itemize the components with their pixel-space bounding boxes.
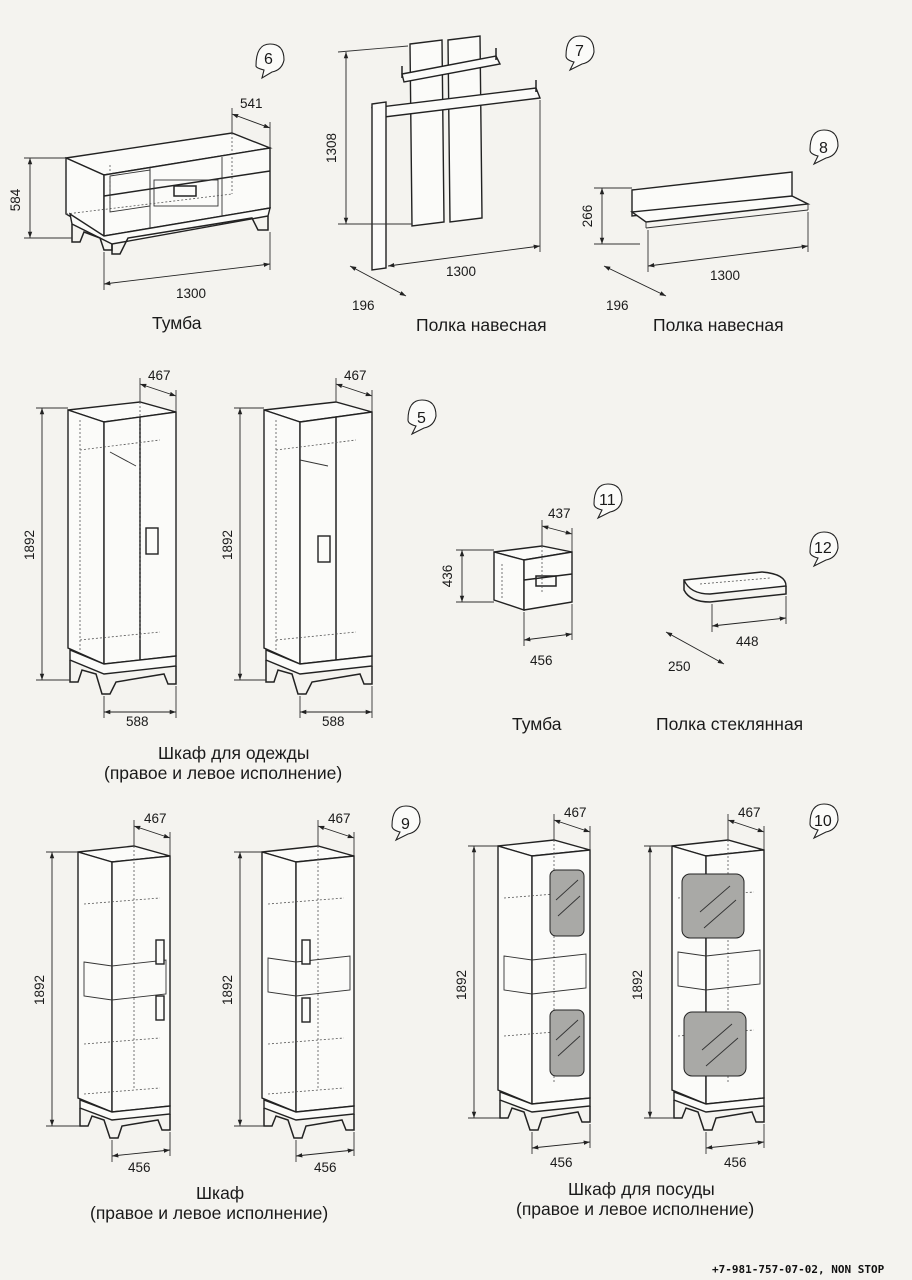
item-5-number-bubble: 5: [407, 399, 437, 436]
glass-shelf-12-drawing: [682, 571, 787, 603]
dish-10-right-drawing: [671, 839, 765, 1131]
glass-shelf-12-depth-label: 250: [668, 659, 691, 674]
tumba-6-dimensions: 584 541 1300: [8, 96, 271, 301]
cabinet-9-right-depth-label: 467: [328, 811, 351, 826]
shelf-8-dimensions: 266 1300 196: [580, 187, 809, 313]
dish-10-caption-line1: Шкаф для посуды: [568, 1179, 715, 1199]
cabinet-9-left-width-label: 456: [128, 1160, 151, 1175]
glass-shelf-12-dimensions: 448 250: [665, 596, 787, 674]
item-7-number-bubble: 7: [565, 35, 595, 72]
wardrobe-5-caption-line1: Шкаф для одежды: [158, 743, 309, 763]
glass-shelf-12-width-label: 448: [736, 634, 759, 649]
wardrobe-5-left-drawing: [67, 401, 177, 695]
item-6-number-bubble: 6: [255, 43, 285, 80]
tumba-6-width-label: 1300: [176, 286, 206, 301]
cabinet-9-caption-line2: (правое и левое исполнение): [90, 1203, 328, 1223]
dish-10-right-depth-label: 467: [738, 805, 761, 820]
tumba-6-caption: Тумба: [152, 313, 202, 333]
shelf-8-caption: Полка навесная: [653, 315, 784, 335]
dish-10-caption-line2: (правое и левое исполнение): [516, 1199, 754, 1219]
wardrobe-5-caption-line2: (правое и левое исполнение): [104, 763, 342, 783]
shelf-8-width-label: 1300: [710, 268, 740, 283]
tumba-11-height-label: 436: [440, 565, 455, 588]
shelf-7-dimensions: 1308 1300 196: [324, 45, 541, 313]
wardrobe-5-right-depth-label: 467: [344, 368, 367, 383]
item-8-number-bubble: 8: [809, 129, 839, 166]
dish-10-left-drawing: [497, 839, 591, 1131]
shelf-8-depth-label: 196: [606, 298, 629, 313]
cabinet-9-right-dimensions: 1892 467 456: [220, 811, 355, 1175]
dish-10-right-width-label: 456: [724, 1155, 747, 1170]
item-6-tumba: 584 541 1300 6 Тумба: [8, 43, 285, 333]
item-5-wardrobe: 1892 467 588 1892: [22, 368, 437, 783]
shelf-7-drawing: [371, 35, 541, 271]
dish-10-left-dimensions: 1892 467 456: [454, 805, 591, 1170]
wardrobe-5-left-dimensions: 1892 467 588: [22, 368, 177, 729]
item-8-number: 8: [819, 140, 828, 157]
item-9-number: 9: [401, 816, 410, 833]
wardrobe-5-left-depth-label: 467: [148, 368, 171, 383]
item-5-number: 5: [417, 410, 426, 427]
cabinet-9-right-drawing: [261, 845, 355, 1139]
item-12-number: 12: [814, 540, 832, 557]
tumba-11-dimensions: 436 437 456: [440, 506, 573, 668]
shelf-7-width-label: 1300: [446, 264, 476, 279]
tumba-11-width-label: 456: [530, 653, 553, 668]
wardrobe-5-right-dimensions: 1892 467 588: [220, 368, 373, 729]
cabinet-9-right-height-label: 1892: [220, 975, 235, 1005]
cabinet-9-left-depth-label: 467: [144, 811, 167, 826]
item-7-shelf: 1308 1300 196 7 Полка навесная: [324, 35, 595, 335]
shelf-7-height-label: 1308: [324, 133, 339, 163]
tumba-11-depth-label: 437: [548, 506, 571, 521]
tumba-6-height-label: 584: [8, 188, 23, 211]
tumba-6-depth-label: 541: [240, 96, 263, 111]
tumba-6-drawing: [63, 132, 273, 255]
dish-10-left-depth-label: 467: [564, 805, 587, 820]
shelf-8-drawing: [630, 171, 811, 229]
tumba-11-caption: Тумба: [512, 714, 562, 734]
item-11-number: 11: [599, 492, 616, 509]
item-11-number-bubble: 11: [593, 483, 623, 520]
footer-phone: +7-981-757-07-02, NON STOP: [712, 1263, 885, 1276]
item-9-cabinet: 1892 467 456 18: [32, 805, 421, 1223]
wardrobe-5-left-width-label: 588: [126, 714, 149, 729]
wardrobe-5-right-drawing: [263, 401, 373, 695]
item-7-number: 7: [575, 43, 584, 60]
shelf-7-caption: Полка навесная: [416, 315, 547, 335]
item-9-number-bubble: 9: [391, 805, 421, 842]
item-11-tumba: 436 437 456 11 Тумба: [440, 483, 623, 734]
dish-10-left-height-label: 1892: [454, 970, 469, 1000]
cabinet-9-caption-line1: Шкаф: [196, 1183, 244, 1203]
item-10-number: 10: [814, 813, 832, 830]
shelf-7-depth-label: 196: [352, 298, 375, 313]
item-10-number-bubble: 10: [809, 803, 839, 840]
cabinet-9-left-drawing: [77, 845, 171, 1139]
dish-10-right-height-label: 1892: [630, 970, 645, 1000]
wardrobe-5-right-width-label: 588: [322, 714, 345, 729]
wardrobe-5-left-height-label: 1892: [22, 530, 37, 560]
item-12-glass-shelf: 448 250 12 Полка стеклянная: [656, 531, 839, 734]
item-6-number: 6: [264, 51, 273, 68]
cabinet-9-left-dimensions: 1892 467 456: [32, 811, 171, 1175]
cabinet-9-left-height-label: 1892: [32, 975, 47, 1005]
item-10-dish-cabinet: 1892 467 456: [454, 803, 839, 1219]
cabinet-9-right-width-label: 456: [314, 1160, 337, 1175]
shelf-8-height-label: 266: [580, 205, 595, 228]
wardrobe-5-right-height-label: 1892: [220, 530, 235, 560]
item-12-number-bubble: 12: [809, 531, 839, 568]
dish-10-right-dimensions: 1892 467 456: [630, 805, 765, 1170]
tumba-11-drawing: [493, 545, 573, 611]
dish-10-left-width-label: 456: [550, 1155, 573, 1170]
item-8-shelf: 266 1300 196 8 Полка навесная: [580, 129, 839, 335]
glass-shelf-12-caption: Полка стеклянная: [656, 714, 803, 734]
